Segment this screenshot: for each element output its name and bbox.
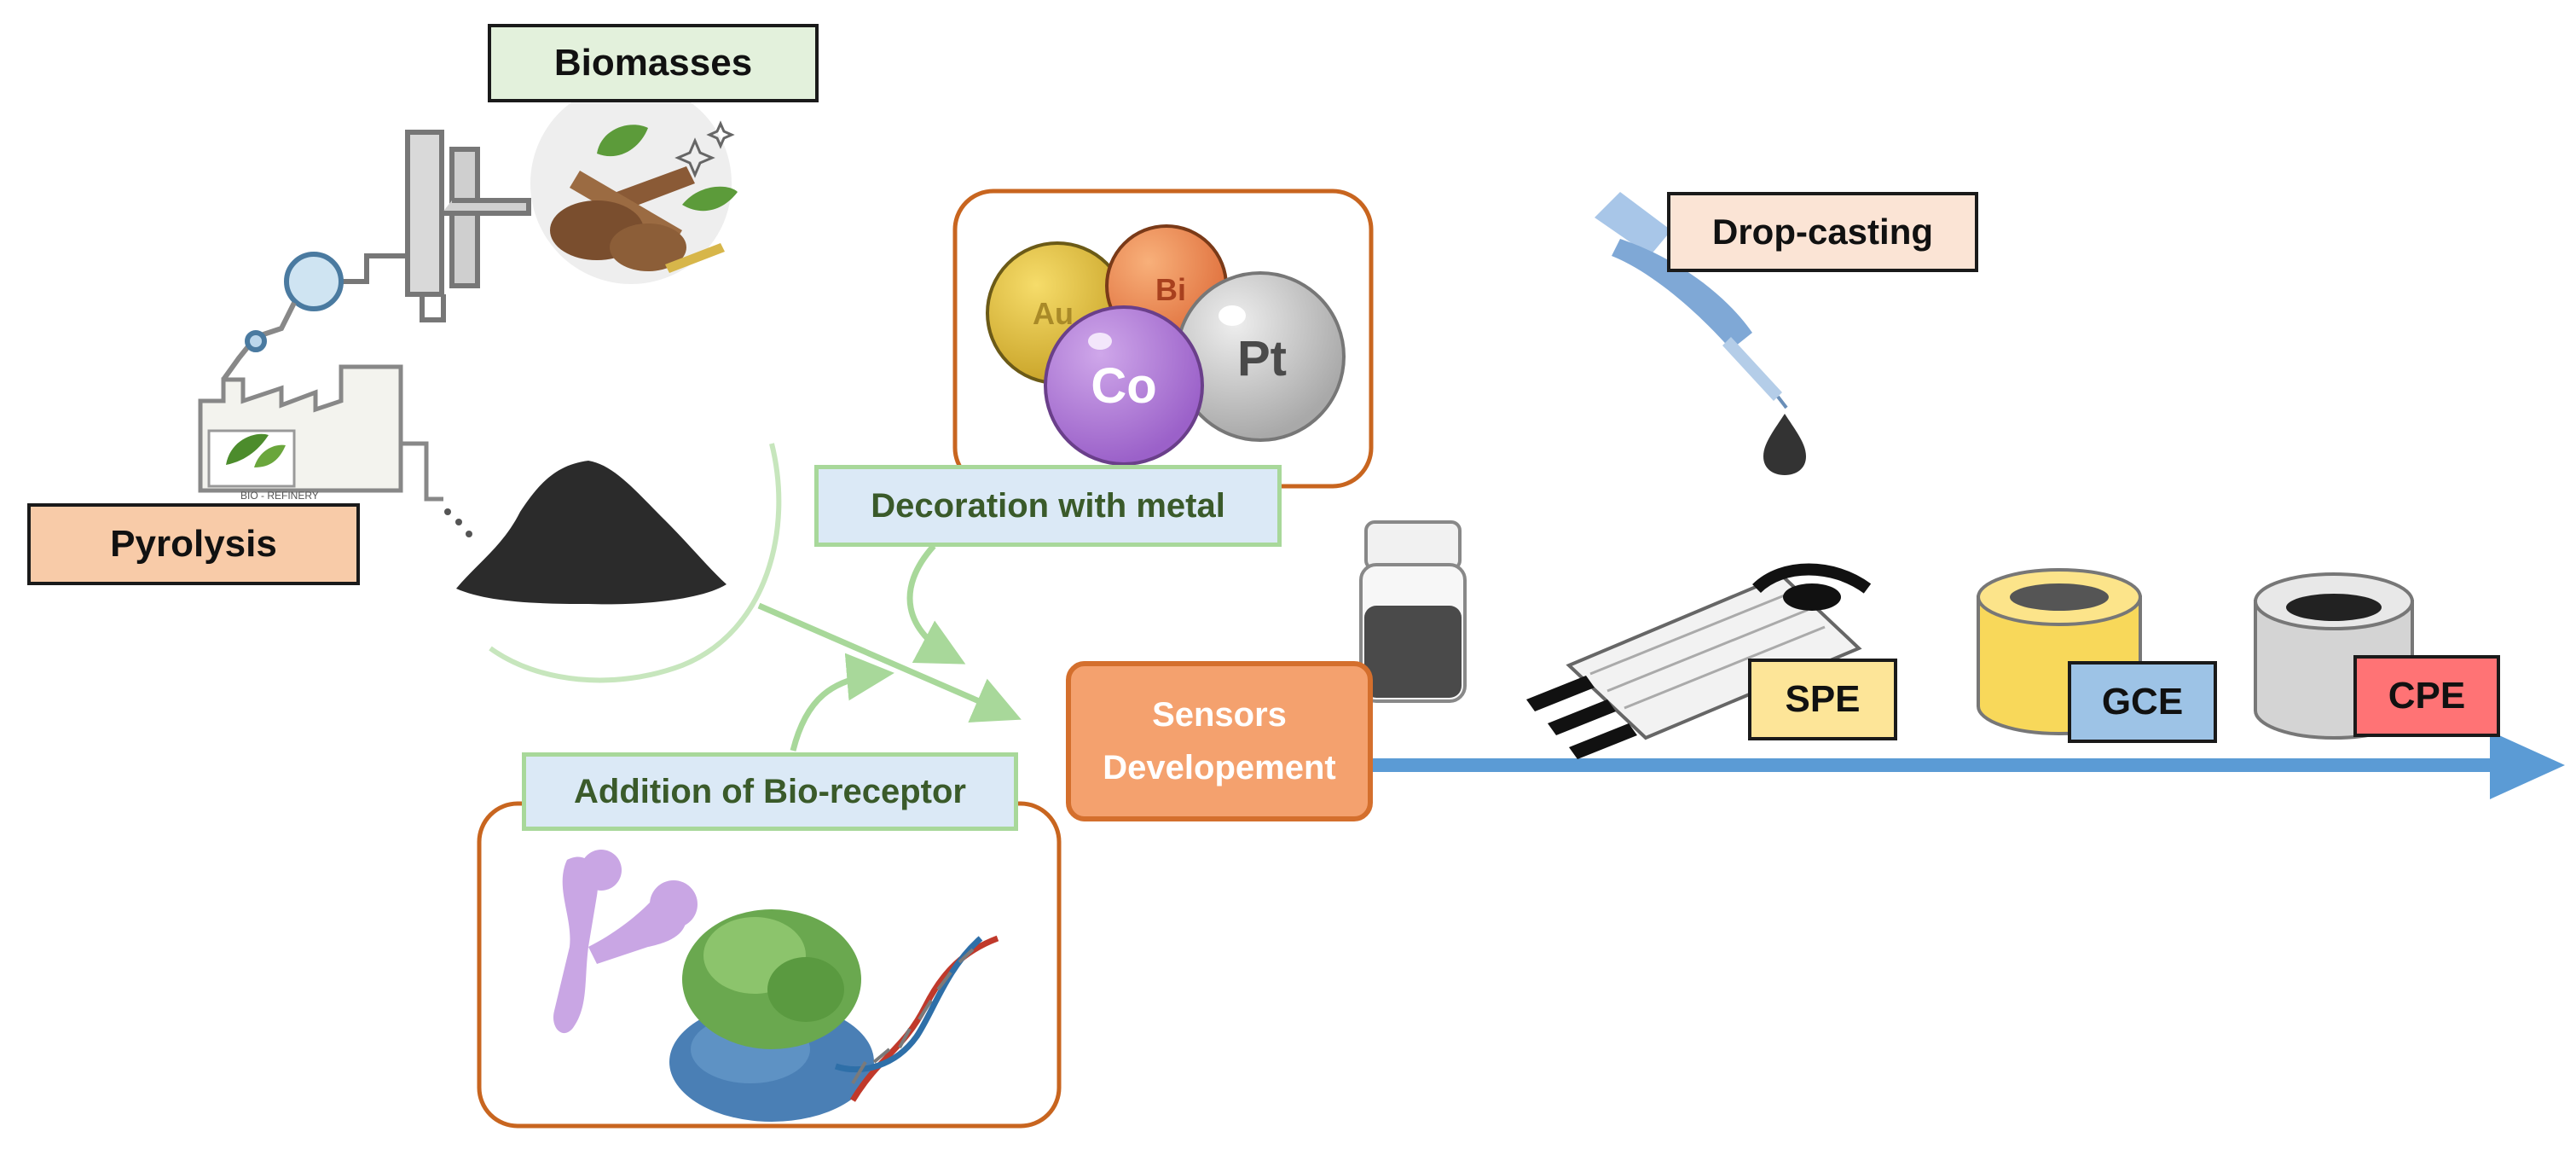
decoration-label: Decoration with metal <box>814 465 1282 547</box>
sensors-line2: Developement <box>1103 749 1336 786</box>
au-symbol: Au <box>1033 296 1074 331</box>
antibody-icon <box>553 850 698 1034</box>
plant-label: BIO - REFINERY <box>240 490 319 502</box>
decoration-arrow <box>906 543 966 665</box>
dna-icon <box>834 935 999 1102</box>
biochar-pile-icon <box>456 461 726 605</box>
bio-refinery-plant-icon: BIO - REFINERY <box>198 364 472 537</box>
co-sphere <box>1044 305 1204 466</box>
protein-icon <box>669 909 874 1122</box>
sensors-development-box: Sensors Developement <box>1066 661 1373 821</box>
process-axis-arrowhead <box>2490 731 2565 799</box>
droplet-icon <box>1763 414 1806 475</box>
pt-symbol: Pt <box>1237 331 1287 386</box>
bioreceptor-arrow <box>790 653 894 752</box>
distillation-apparatus-icon <box>221 130 531 381</box>
biomasses-label: Biomasses <box>488 24 819 102</box>
co-symbol: Co <box>1091 358 1156 414</box>
flow-arc <box>489 443 782 683</box>
pipette-icon <box>1595 192 1788 409</box>
gce-label: GCE <box>2068 661 2217 743</box>
cpe-label: CPE <box>2353 655 2500 737</box>
drop-casting-label: Drop-casting <box>1667 192 1978 272</box>
bioreceptor-label: Addition of Bio-receptor <box>522 752 1018 831</box>
metal-spheres <box>986 224 1346 466</box>
ink-vial-icon <box>1359 520 1467 703</box>
biochar-flow-arrow <box>757 602 1022 723</box>
spe-electrode-icon <box>1526 563 1872 759</box>
pyrolysis-label: Pyrolysis <box>27 503 360 585</box>
spe-label: SPE <box>1748 659 1897 740</box>
sensors-line1: Sensors <box>1152 696 1287 734</box>
biomass-icon <box>530 83 738 284</box>
bi-symbol: Bi <box>1155 272 1186 307</box>
